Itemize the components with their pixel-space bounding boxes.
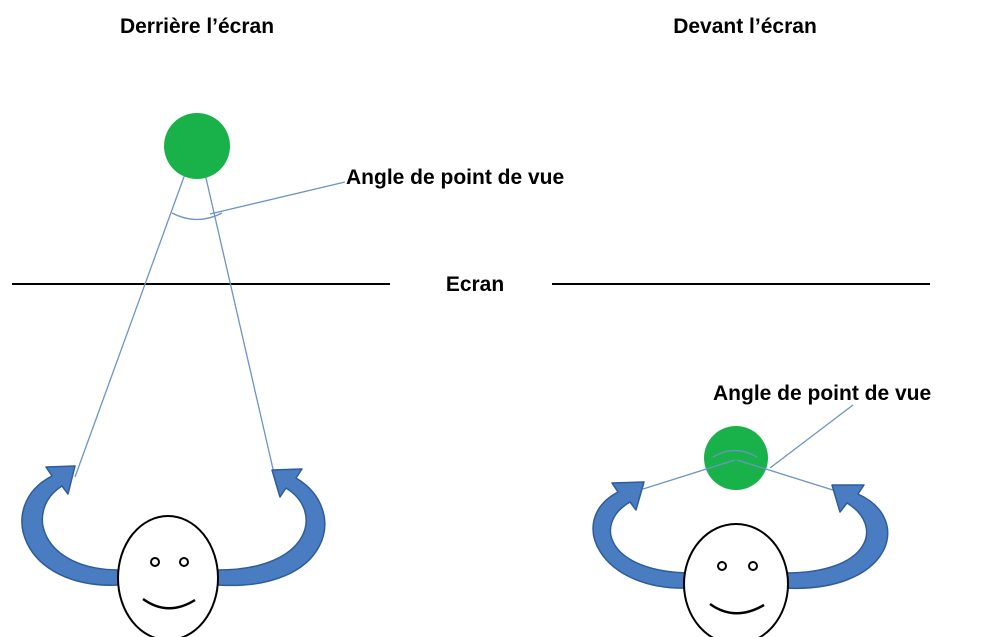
right-face-mouth (709, 602, 765, 615)
right-sight-line-right-eye (736, 459, 837, 492)
green-object-front-of-screen (704, 426, 768, 490)
left-arrow-left (21, 465, 121, 586)
right-arrow-right (782, 484, 889, 589)
left-panel-title: Derrière l’écran (120, 15, 274, 38)
left-face-eye-left (150, 557, 160, 567)
right-arrow-left (592, 481, 691, 589)
left-face-head (117, 515, 219, 637)
green-object-behind-screen (164, 113, 230, 179)
right-panel-title: Devant l’écran (673, 15, 817, 38)
left-viewer-face (117, 515, 219, 637)
right-face-eye-right (748, 561, 758, 571)
right-angle-leader (769, 404, 854, 469)
screen-label: Ecran (446, 273, 504, 296)
right-angle-arc (712, 449, 758, 458)
right-angle-label: Angle de point de vue (713, 382, 931, 405)
left-arrow-right (217, 468, 326, 587)
right-sight-line-left-eye (642, 459, 736, 490)
right-face-eye-left (717, 561, 727, 571)
left-angle-leader (209, 181, 346, 215)
right-viewer-face (683, 523, 789, 637)
left-face-eye-right (179, 557, 189, 567)
left-sight-line-right-eye (199, 151, 277, 483)
right-face-head (683, 523, 789, 637)
left-sight-line-left-eye (74, 151, 194, 478)
left-face-mouth (142, 597, 196, 610)
left-panel: Angle de point de vue (21, 113, 564, 637)
right-panel: Angle de point de vue (592, 382, 931, 637)
left-angle-arc (171, 212, 223, 221)
left-angle-label: Angle de point de vue (346, 166, 564, 189)
